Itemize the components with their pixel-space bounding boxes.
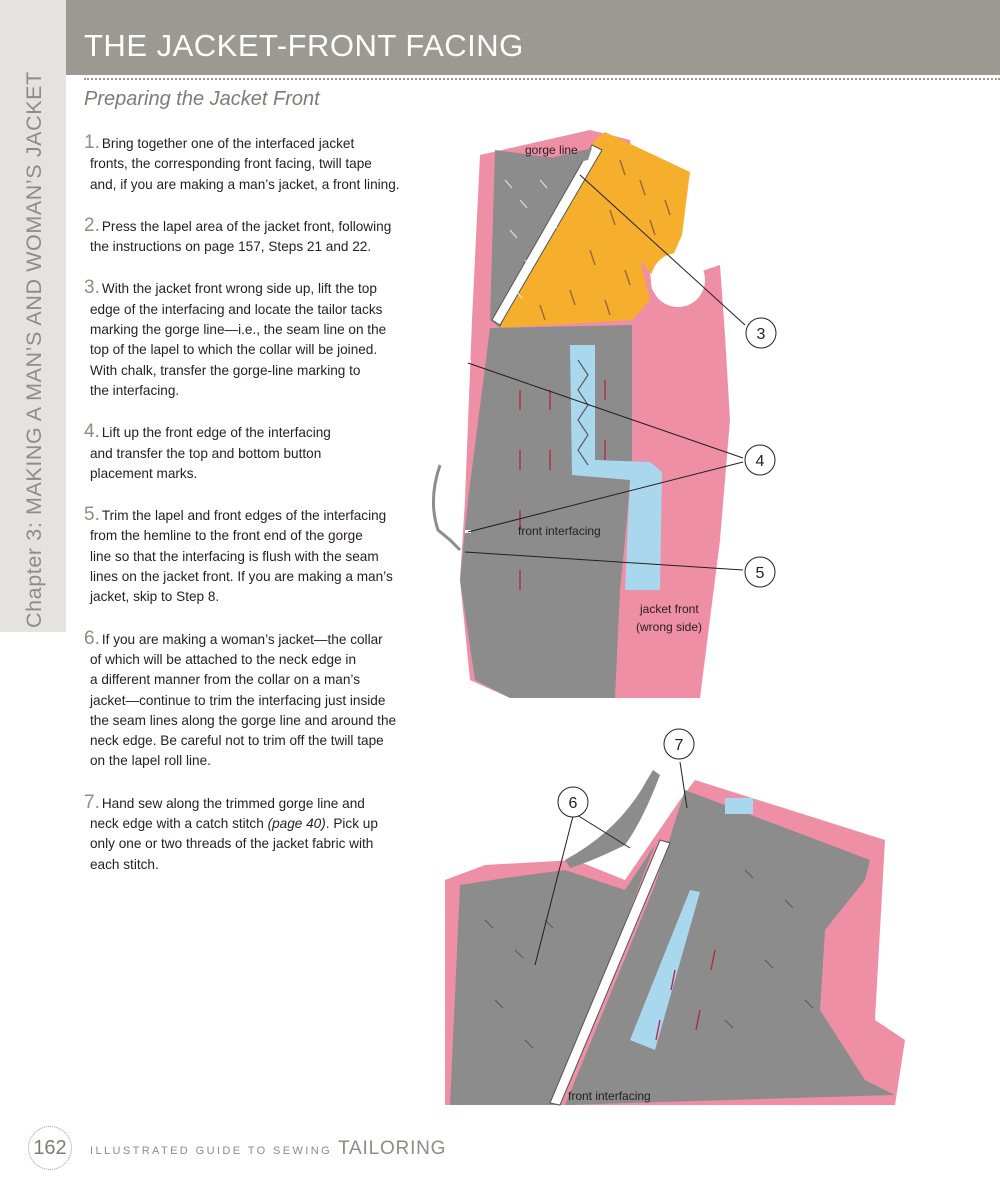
step-line: jacket—continue to trim the interfacing … xyxy=(90,692,386,708)
collar-strip xyxy=(565,770,660,868)
front-interfacing-label: front interfacing xyxy=(568,1089,651,1103)
step-line: Press the lapel area of the jacket front… xyxy=(101,218,392,234)
twill-tape xyxy=(491,144,603,326)
wrong-side-label: (wrong side) xyxy=(636,620,702,634)
step-line: each stitch. xyxy=(90,856,159,872)
section-subtitle: Preparing the Jacket Front xyxy=(84,88,320,110)
step-line: from the hemline to the front end of the… xyxy=(90,528,363,544)
step-line: the instructions on page 157, Steps 21 a… xyxy=(90,239,372,255)
step-line: top of the lapel to which the collar wil… xyxy=(90,342,378,358)
jacket-front-illustration: 3 4 5 gorge line front interfacing jacke… xyxy=(431,130,777,698)
step-line: fronts, the corresponding front facing, … xyxy=(90,156,372,172)
step-line: neck edge with a catch stitch xyxy=(90,816,268,832)
step-number: 2. xyxy=(84,214,100,236)
step-line: Bring together one of the interfaced jac… xyxy=(101,136,355,151)
step-number: 3. xyxy=(84,277,100,299)
front-interfacing-label: front interfacing xyxy=(518,524,601,538)
instruction-steps: 1.Bring together one of the interfaced j… xyxy=(84,132,414,896)
callout-3 xyxy=(745,317,777,349)
running-footer: ILLUSTRATED GUIDE TO SEWING TAILORING xyxy=(90,1138,446,1160)
step-number: 6. xyxy=(84,627,100,649)
step-number: 5. xyxy=(84,504,100,526)
callout-5-number: 5 xyxy=(756,565,765,582)
step-4: 4.Lift up the front edge of the interfac… xyxy=(84,422,414,484)
step-line: edge of the interfacing and locate the t… xyxy=(90,301,383,317)
step-number: 4. xyxy=(84,421,100,443)
step-line: Hand sew along the trimmed gorge line an… xyxy=(101,795,365,811)
step-line: the seam lines along the gorge line and … xyxy=(90,712,397,728)
front-interfacing-panel xyxy=(460,325,632,698)
step-line: neck edge. Be careful not to trim off th… xyxy=(90,733,384,749)
step-line: With the jacket front wrong side up, lif… xyxy=(101,281,377,297)
twill-tape xyxy=(549,839,671,1106)
step-line: With chalk, transfer the gorge-line mark… xyxy=(90,362,361,378)
step-line: marking the gorge line—i.e., the seam li… xyxy=(90,322,387,338)
page-title: THE JACKET-FRONT FACING xyxy=(84,28,524,63)
step-line: jacket, skip to Step 8. xyxy=(90,589,220,605)
step-2: 2.Press the lapel area of the jacket fro… xyxy=(84,214,414,258)
step-line: and, if you are making a man’s jacket, a… xyxy=(90,176,400,192)
gorge-strip xyxy=(550,148,592,168)
callout-7 xyxy=(663,728,695,760)
step-line: placement marks. xyxy=(90,465,198,481)
step-number: 7. xyxy=(84,791,100,813)
step-line: Trim the lapel and front edges of the in… xyxy=(101,508,387,524)
callout-6-number: 6 xyxy=(569,795,578,812)
step-line: of which will be attached to the neck ed… xyxy=(90,651,357,667)
chapter-tab xyxy=(0,0,66,632)
book-title: TAILORING xyxy=(338,1138,447,1159)
callout-5 xyxy=(744,556,776,588)
lapel-interfacing xyxy=(450,845,655,1105)
gorge-line-label: gorge line xyxy=(525,143,578,157)
step-line: line so that the interfacing is flush wi… xyxy=(90,548,379,564)
step-5: 5.Trim the lapel and front edges of the … xyxy=(84,505,414,607)
collar-neck-illustration: 7 6 front interfacing xyxy=(445,728,905,1106)
step-line: a different manner from the collar on a … xyxy=(90,672,361,688)
page-reference: (page 40) xyxy=(267,816,326,832)
header-bar xyxy=(66,0,1000,75)
step-line: If you are making a woman’s jacket—the c… xyxy=(101,631,383,647)
step-1: 1.Bring together one of the interfaced j… xyxy=(84,132,414,195)
step-6: 6.If you are making a woman’s jacket—the… xyxy=(84,627,414,772)
callout-4-number: 4 xyxy=(756,453,765,470)
callout-7-number: 7 xyxy=(675,737,684,754)
step-line: the interfacing. xyxy=(90,382,180,398)
page-number: 162 xyxy=(28,1126,72,1170)
step-line: lines on the jacket front. If you are ma… xyxy=(90,569,393,585)
shoulder-canvas xyxy=(500,132,690,328)
armhole xyxy=(651,253,705,307)
series-name: ILLUSTRATED GUIDE TO SEWING xyxy=(90,1145,333,1157)
dotted-divider xyxy=(84,78,1000,80)
step-line: and transfer the top and bottom button xyxy=(90,445,322,461)
callout-3-number: 3 xyxy=(757,326,766,343)
pocket-piece xyxy=(630,890,700,1050)
callout-6 xyxy=(557,786,589,818)
step-line: . Pick up xyxy=(325,816,378,832)
chapter-tab-label: Chapter 3: MAKING A MAN’S AND WOMAN’S JA… xyxy=(22,71,46,628)
step-7: 7.Hand sew along the trimmed gorge line … xyxy=(84,791,414,875)
step-line: Lift up the front edge of the interfacin… xyxy=(101,425,331,441)
step-line: only one or two threads of the jacket fa… xyxy=(90,836,374,852)
step-line: on the lapel roll line. xyxy=(90,753,211,769)
step-number: 1. xyxy=(84,132,100,153)
callout-4 xyxy=(744,444,776,476)
step-3: 3.With the jacket front wrong side up, l… xyxy=(84,278,414,401)
jacket-front-label: jacket front xyxy=(639,602,699,616)
